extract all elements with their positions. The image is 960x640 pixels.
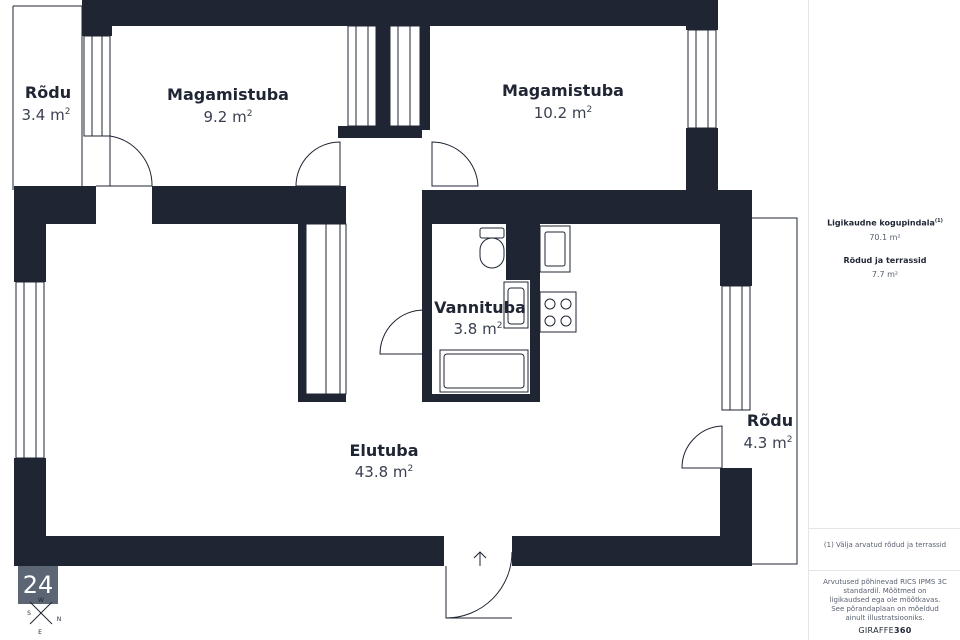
room-area: 43.8 m2: [355, 463, 414, 481]
wall: [720, 190, 752, 286]
doors: [96, 135, 723, 619]
room-area: 3.4 m2: [22, 106, 71, 124]
door-balcony-left: [96, 135, 153, 187]
wall: [720, 468, 752, 566]
compass-icon: W S N E: [27, 597, 62, 636]
walls: [14, 0, 752, 566]
wall: [420, 26, 430, 130]
windows: [15, 25, 751, 459]
brand-wordmark: GIRAFFE360: [858, 626, 912, 635]
wall: [82, 0, 718, 26]
wall: [530, 224, 540, 402]
wall: [14, 186, 46, 282]
compass-label: N: [57, 616, 62, 623]
compass-label: W: [38, 597, 44, 604]
balconies-summary: Rõdud ja terrassid 7.7 m²: [809, 256, 960, 279]
wall: [422, 190, 752, 224]
window: [347, 25, 377, 127]
total-area-summary: Ligikaudne kogupindala(1) 70.1 m²: [809, 218, 960, 242]
entrance-arrow: [473, 551, 487, 566]
door-bedroom-1: [295, 141, 341, 187]
balconies-label: Rõdud ja terrassid: [843, 256, 927, 265]
footnote: (1) Välja arvatud rõdud ja terrassid: [823, 541, 947, 549]
toilet-icon: [479, 227, 505, 239]
wall: [512, 536, 752, 566]
room-name: Rõdu: [747, 411, 793, 430]
total-area-value: 70.1 m²: [869, 232, 901, 242]
door-balcony-right: [681, 425, 723, 469]
door-bedroom-2: [431, 141, 479, 187]
brand-logo-badge: 24: [18, 566, 58, 604]
divider: [809, 570, 960, 571]
info-panel: Ligikaudne kogupindala(1) 70.1 m² Rõdud …: [808, 0, 960, 640]
wall: [14, 536, 444, 566]
room-area: 4.3 m2: [744, 434, 793, 452]
fixtures: [439, 225, 577, 393]
room-area: 10.2 m2: [534, 104, 593, 122]
wall: [82, 0, 112, 36]
window: [389, 25, 421, 127]
wall: [298, 394, 346, 402]
wall: [422, 190, 432, 402]
wall: [152, 186, 346, 224]
room-name: Elutuba: [349, 441, 418, 460]
window: [83, 35, 111, 137]
divider: [809, 528, 960, 529]
room-area: 3.8 m2: [454, 320, 503, 338]
room-area: 9.2 m2: [204, 108, 253, 126]
room-name: Rõdu: [25, 83, 71, 102]
disclaimer: Arvutused põhinevad RICS IPMS 3C standar…: [823, 578, 947, 622]
wall: [686, 128, 718, 192]
room-labels: Rõdu 3.4 m2 Magamistuba 9.2 m2 Magamistu…: [22, 81, 794, 481]
wall: [376, 26, 390, 130]
window: [721, 285, 751, 411]
room-name: Vannituba: [434, 298, 526, 317]
compass-label: E: [38, 629, 42, 636]
balconies-value: 7.7 m²: [871, 270, 899, 279]
balcony-right-outline: [752, 217, 798, 565]
stove-icon: [539, 291, 577, 333]
window: [15, 281, 45, 459]
room-name: Magamistuba: [502, 81, 624, 100]
wall: [338, 126, 422, 138]
wall: [422, 394, 540, 402]
toilet-bowl-icon: [479, 237, 505, 269]
window: [687, 29, 717, 129]
room-name: Magamistuba: [167, 85, 289, 104]
door-bathroom: [379, 309, 425, 355]
compass-label: S: [27, 610, 31, 617]
wall: [686, 0, 718, 30]
door-entrance: [445, 551, 513, 619]
wall: [298, 224, 306, 402]
total-area-label: Ligikaudne kogupindala(1): [827, 218, 943, 228]
